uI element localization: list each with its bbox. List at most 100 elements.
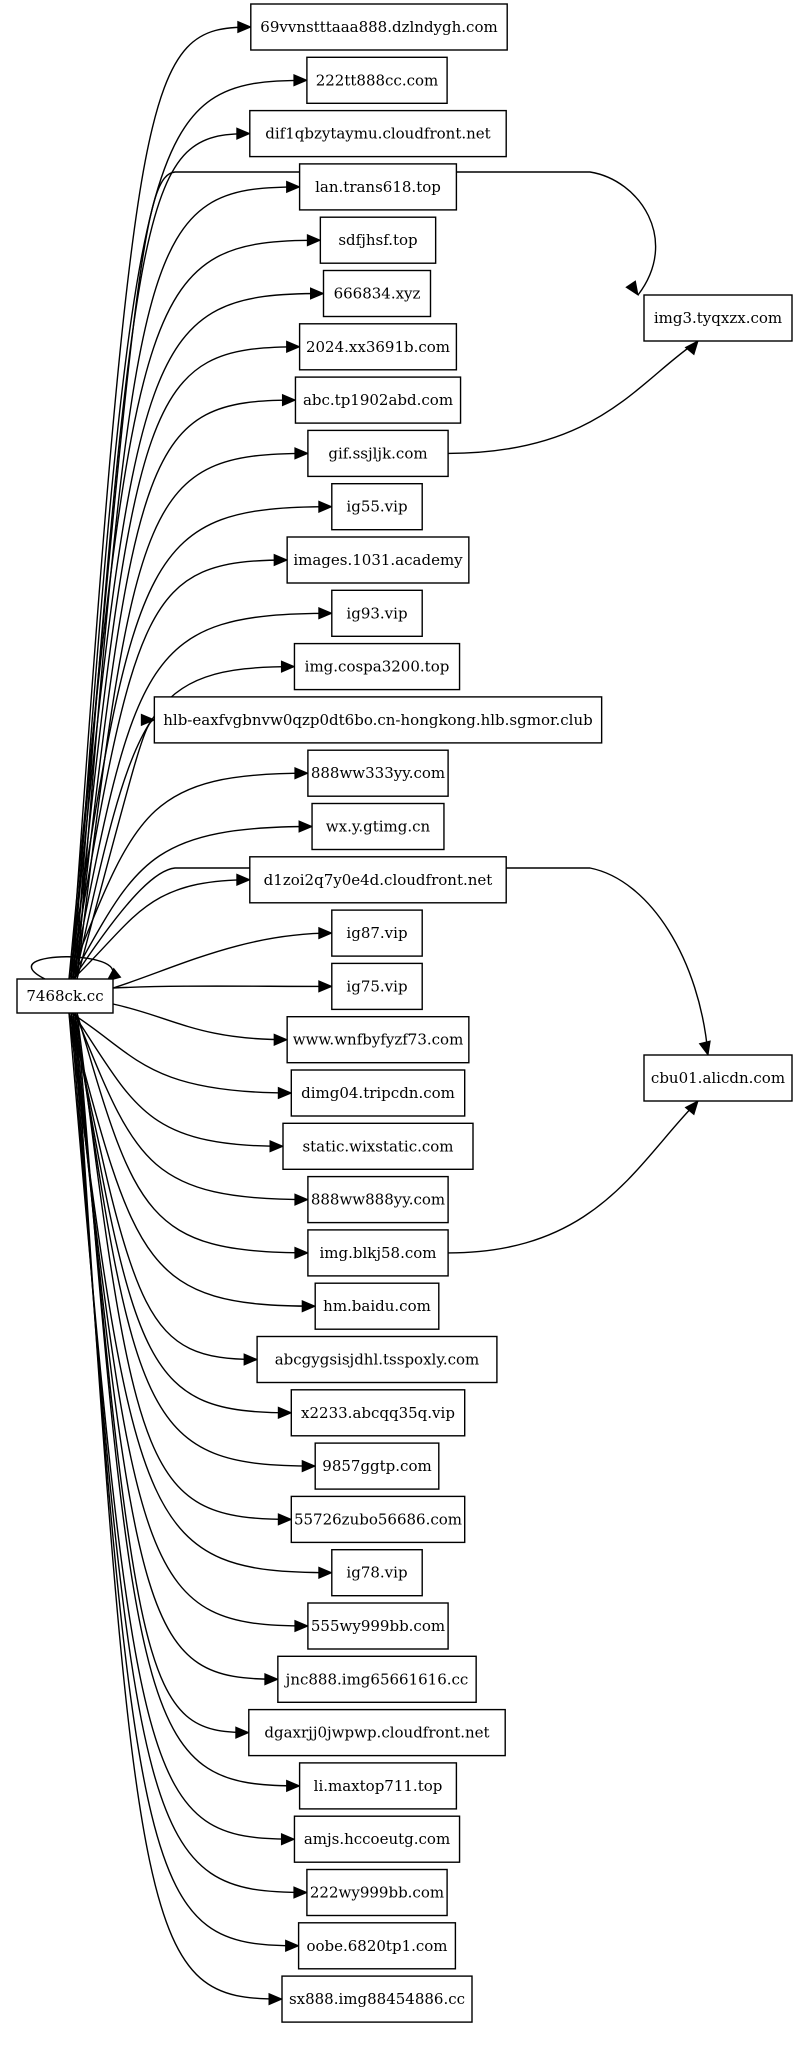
node-box bbox=[249, 856, 507, 904]
node-label: 555wy999bb.com bbox=[311, 1617, 445, 1635]
edge-src-to-t18 bbox=[112, 932, 332, 989]
edge-src-to-t25-arrowhead bbox=[301, 1299, 317, 1313]
node-box bbox=[249, 109, 507, 158]
edge-src-to-t20-arrowhead bbox=[273, 1033, 289, 1046]
edge-src-to-t29 bbox=[76, 1012, 292, 1521]
node-label: d1zoi2q7y0e4d.cloudfront.net bbox=[264, 871, 493, 889]
edge-src-to-t14-arrowhead bbox=[140, 713, 156, 727]
edge-src-to-h2-arrowhead bbox=[698, 1040, 711, 1057]
node-label: abcgygsisjdhl.tsspoxly.com bbox=[275, 1351, 480, 1369]
node-target-21: dimg04.tripcdn.com bbox=[290, 1069, 466, 1117]
node-label: hlb-eaxfvgbnvw0qzp0dt6bo.cn-hongkong.hlb… bbox=[163, 711, 593, 729]
node-label: img3.tyqxzx.com bbox=[654, 309, 782, 327]
edge-t9-to-h1 bbox=[448, 340, 699, 455]
node-box bbox=[286, 1016, 470, 1064]
node-target-9: gif.ssjljk.com bbox=[307, 429, 449, 478]
node-target-38: sx888.img88454886.cc bbox=[281, 1975, 473, 2023]
edge-src-to-t15-arrowhead bbox=[294, 766, 310, 780]
edge-src-to-h1 bbox=[70, 171, 657, 980]
edge-src-to-t28 bbox=[74, 1012, 316, 1467]
edge-src-to-t31-arrowhead bbox=[294, 1619, 310, 1633]
edge-src-to-t38 bbox=[74, 1012, 283, 2000]
node-target-12: ig93.vip bbox=[331, 589, 423, 637]
node-label: gif.ssjljk.com bbox=[328, 444, 427, 462]
node-box bbox=[298, 323, 458, 371]
node-target-20: www.wnfbyfyzf73.com bbox=[286, 1016, 470, 1064]
node-label: ig93.vip bbox=[346, 604, 407, 622]
edge-src-to-t20 bbox=[112, 1003, 288, 1041]
node-box bbox=[277, 1655, 477, 1704]
edge-src-to-t35-arrowhead bbox=[280, 1832, 296, 1846]
edge-src-to-t4 bbox=[76, 186, 300, 980]
node-target-29: 55726zubo56686.com bbox=[290, 1495, 466, 1544]
node-label: ig75.vip bbox=[346, 977, 407, 995]
node-target-3: dif1qbzytaymu.cloudfront.net bbox=[249, 109, 507, 158]
node-label: 69vvnstttaaa888.dzlndygh.com bbox=[260, 18, 497, 36]
node-box bbox=[282, 1122, 474, 1171]
edge-src-to-h1-arrowhead bbox=[625, 280, 639, 297]
node-box bbox=[298, 163, 458, 211]
node-target-27: x2233.abcqq35q.vip bbox=[290, 1389, 466, 1437]
edge-src-to-t14 bbox=[76, 719, 155, 980]
edge-src-to-t30-arrowhead bbox=[318, 1566, 334, 1579]
node-box bbox=[250, 3, 508, 51]
node-label: x2233.abcqq35q.vip bbox=[301, 1404, 455, 1422]
edge-src-to-t7-arrowhead bbox=[286, 340, 301, 354]
node-box bbox=[307, 1229, 449, 1277]
node-label: li.maxtop711.top bbox=[314, 1777, 443, 1795]
edge-t24-to-h2 bbox=[448, 1100, 699, 1254]
node-target-23: 888ww888yy.com bbox=[307, 1175, 449, 1224]
edge-src-to-t31 bbox=[70, 1012, 308, 1627]
node-target-6: 666834.xyz bbox=[322, 269, 432, 318]
node-target-24: img.blkj58.com bbox=[307, 1229, 449, 1277]
edge-src-to-t17-arrowhead bbox=[236, 873, 252, 887]
node-label: 7468ck.cc bbox=[26, 987, 103, 1005]
node-target-5: sdfjhsf.top bbox=[319, 216, 437, 264]
edge-src-to-t13-arrowhead bbox=[280, 660, 296, 673]
edge-src-to-t16-arrowhead bbox=[298, 820, 314, 833]
edge-src-to-t28-arrowhead bbox=[301, 1459, 317, 1473]
node-box bbox=[314, 1442, 440, 1490]
edge-src-to-t4-arrowhead bbox=[286, 180, 301, 194]
node-box bbox=[307, 1602, 449, 1650]
edge-src-to-t23-arrowhead bbox=[294, 1193, 310, 1206]
edge-src-to-t12 bbox=[72, 612, 332, 980]
node-target-7: 2024.xx3691b.com bbox=[298, 323, 458, 371]
node-source: 7468ck.cc bbox=[16, 978, 114, 1014]
edge-src-to-t9 bbox=[76, 452, 308, 980]
edge-src-to-t5-arrowhead bbox=[306, 233, 322, 247]
edge-src-to-t37-arrowhead bbox=[285, 1939, 300, 1953]
edge-src-to-t21 bbox=[70, 1012, 292, 1094]
node-box bbox=[331, 909, 423, 957]
node-label: sx888.img88454886.cc bbox=[289, 1990, 465, 2008]
node-target-34: li.maxtop711.top bbox=[298, 1762, 458, 1810]
node-box bbox=[297, 1922, 457, 1970]
edge-src-to-t29-arrowhead bbox=[277, 1513, 293, 1526]
edges-layer bbox=[30, 20, 711, 2006]
node-target-14: hlb-eaxfvgbnvw0qzp0dt6bo.cn-hongkong.hlb… bbox=[153, 696, 603, 744]
edge-src-to-t26-arrowhead bbox=[243, 1353, 259, 1366]
edge-src-to-t16 bbox=[70, 825, 313, 980]
edge-src-to-t34-arrowhead bbox=[286, 1779, 301, 1793]
node-target-1: 69vvnstttaaa888.dzlndygh.com bbox=[250, 3, 508, 51]
node-label: abc.tp1902abd.com bbox=[303, 391, 453, 409]
edge-src-to-t23 bbox=[74, 1012, 308, 1201]
edge-src-to-t7 bbox=[72, 346, 300, 980]
edge-src-to-t36-arrowhead bbox=[293, 1886, 309, 1899]
edge-src-to-t15 bbox=[68, 772, 308, 980]
node-label: 888ww888yy.com bbox=[311, 1191, 445, 1209]
node-box bbox=[293, 1815, 461, 1863]
node-box bbox=[306, 56, 448, 104]
node-target-16: wx.y.gtimg.cn bbox=[311, 802, 445, 851]
node-box bbox=[248, 1708, 506, 1757]
node-label: dgaxrjj0jwpwp.cloudfront.net bbox=[264, 1724, 489, 1742]
node-target-22: static.wixstatic.com bbox=[282, 1122, 474, 1171]
edge-t24-to-h2-arrowhead bbox=[684, 1100, 699, 1116]
node-label: ig55.vip bbox=[346, 498, 407, 516]
node-target-33: dgaxrjj0jwpwp.cloudfront.net bbox=[248, 1708, 506, 1757]
edge-src-to-t2 bbox=[72, 79, 307, 980]
node-box bbox=[331, 483, 423, 531]
node-label: ig87.vip bbox=[346, 924, 407, 942]
node-target-19: ig75.vip bbox=[331, 962, 423, 1011]
